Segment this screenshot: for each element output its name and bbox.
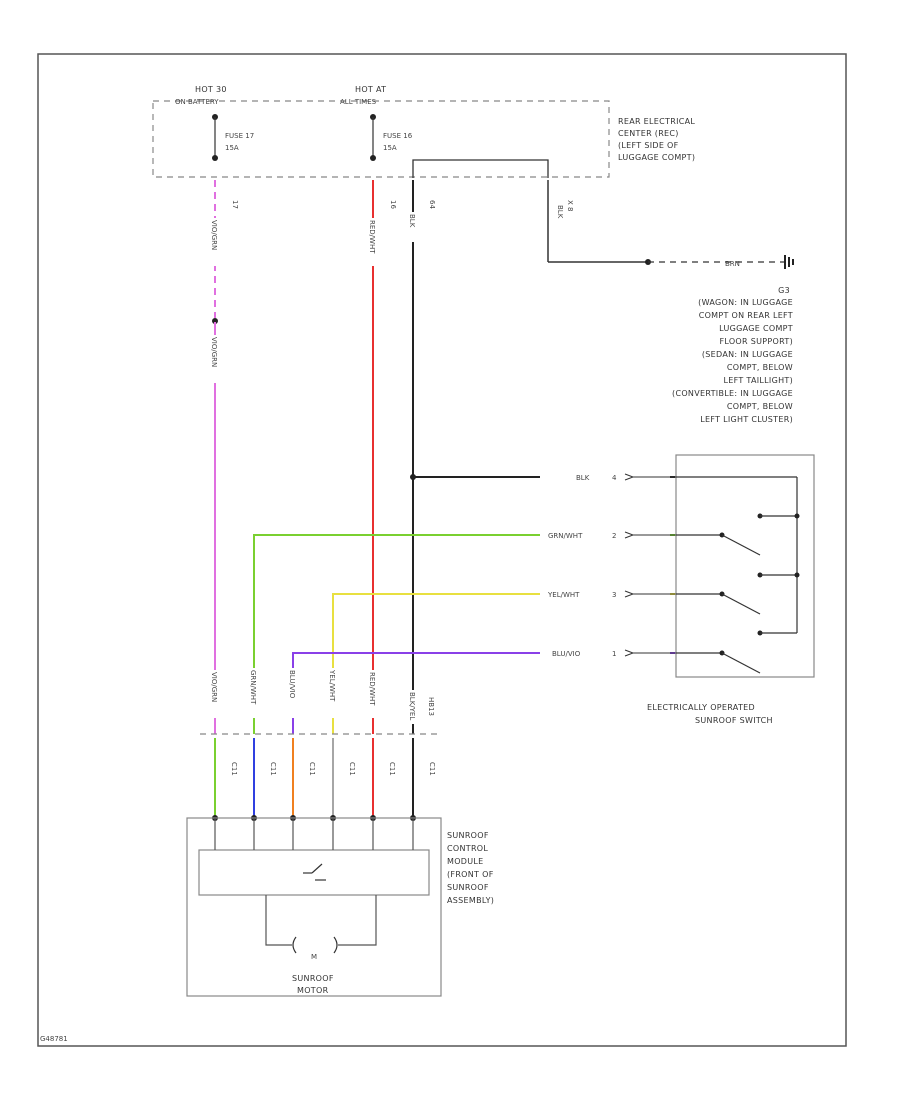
ground-loc-9: COMPT, BELOW [727,402,793,411]
ground-loc-3: LUGGAGE COMPT [719,324,793,333]
ground-loc-10: LEFT LIGHT CLUSTER) [700,415,793,424]
svg-text:17: 17 [231,200,239,209]
rec-label-line1: REAR ELECTRICAL [618,117,695,126]
ground-symbol-g3 [784,255,794,269]
svg-text:BLU/VIO: BLU/VIO [552,650,581,658]
svg-text:4: 4 [612,474,617,482]
svg-text:M: M [311,953,317,961]
svg-text:C11: C11 [428,762,436,776]
ground-loc-6: COMPT, BELOW [727,363,793,372]
module-label-4: (FRONT OF [447,870,494,879]
svg-text:C11: C11 [269,762,277,776]
svg-text:RED/WHT: RED/WHT [368,672,376,706]
ground-loc-4: FLOOR SUPPORT) [719,337,793,346]
svg-text:X 8: X 8 [566,200,574,211]
ground-loc-2: COMPT ON REAR LEFT [699,311,793,320]
ground-loc-8: (CONVERTIBLE: IN LUGGAGE [672,389,793,398]
switch-label-1: ELECTRICALLY OPERATED [647,703,755,712]
hot-label-1: HOT 30 [195,85,227,94]
ground-loc-5: (SEDAN: IN LUGGAGE [702,350,793,359]
rec-internal-ground-link [412,159,549,178]
sunroof-control-module [186,817,442,997]
svg-text:FUSE 16: FUSE 16 [383,132,413,140]
svg-text:BLU/VIO: BLU/VIO [288,670,296,699]
ground-loc-1: (WAGON: IN LUGGAGE [698,298,793,307]
hot-label-2: HOT AT [355,85,386,94]
svg-text:BLK: BLK [556,205,564,219]
wire-yellow: YEL/WHT [328,593,676,734]
fuse-16: FUSE 16 15A [370,114,413,161]
svg-text:2: 2 [612,532,616,540]
module-label-6: ASSEMBLY) [447,896,494,905]
fuse-17: FUSE 17 15A [212,114,254,161]
svg-text:VIO/GRN: VIO/GRN [210,672,218,702]
svg-text:FUSE 17: FUSE 17 [225,132,254,140]
wire-red: RED/WHT RED/WHT [368,180,377,734]
svg-text:GRN/WHT: GRN/WHT [548,532,583,540]
wire-violet: BLU/VIO [288,652,676,734]
switch-label-2: SUNROOF SWITCH [695,716,773,725]
ground-wire-g3: BLK BRN [547,180,785,268]
hot-mode-2: ALL TIMES [340,98,377,106]
svg-text:C11: C11 [348,762,356,776]
svg-text:15A: 15A [225,144,239,152]
module-label-3: MODULE [447,857,484,866]
rec-connector-pins: 17 16 64 X 8 [231,200,574,211]
svg-text:16: 16 [389,200,397,209]
wire-green: GRN/WHT [249,534,676,734]
ground-loc-7: LEFT TAILLIGHT) [724,376,794,385]
module-label-1: SUNROOF [447,831,489,840]
sunroof-switch [675,454,815,678]
svg-text:GRN/WHT: GRN/WHT [249,670,257,705]
svg-text:BLK: BLK [576,474,590,482]
svg-text:RED/WHT: RED/WHT [368,220,376,254]
svg-text:VIO/GRN: VIO/GRN [210,337,218,367]
module-label-2: CONTROL [447,844,488,853]
rec-label-line2: CENTER (REC) [618,129,679,138]
svg-text:BLK/YEL: BLK/YEL [408,692,416,720]
motor-label-1: SUNROOF [292,974,334,983]
motor-icon: M [292,936,338,961]
switch-row-labels: BLK 4 GRN/WHT 2 YEL/WHT 3 BLU/VIO 1 [540,470,676,660]
svg-text:YEL/WHT: YEL/WHT [547,591,580,599]
svg-text:C11: C11 [308,762,316,776]
svg-text:BLK: BLK [408,214,416,228]
rec-label-line3: (LEFT SIDE OF [618,141,679,150]
svg-text:C11: C11 [230,762,238,776]
module-label-5: SUNROOF [447,883,489,892]
svg-text:VIO/GRN: VIO/GRN [210,220,218,250]
hot-mode-1: ON BATTERY [175,98,219,106]
figure-id: G48781 [40,1035,68,1043]
svg-text:64: 64 [428,200,436,209]
rec-label-line4: LUGGAGE COMPT) [618,153,695,162]
svg-text:1: 1 [612,650,616,658]
svg-text:3: 3 [612,591,616,599]
svg-text:YEL/WHT: YEL/WHT [328,669,336,702]
wire-pink: VIO/GRN VIO/GRN VIO/GRN [210,180,219,734]
svg-text:BRN: BRN [725,260,740,268]
motor-label-2: MOTOR [297,986,329,995]
module-connector-stubs [212,738,416,821]
module-connector-pins: C11 C11 C11 C11 C11 C11 [230,762,436,776]
svg-text:HB13: HB13 [427,697,435,716]
ground-id: G3 [778,286,790,295]
svg-text:15A: 15A [383,144,397,152]
rear-electrical-center-box [152,100,610,178]
diagram-frame [37,53,847,1047]
svg-text:C11: C11 [388,762,396,776]
